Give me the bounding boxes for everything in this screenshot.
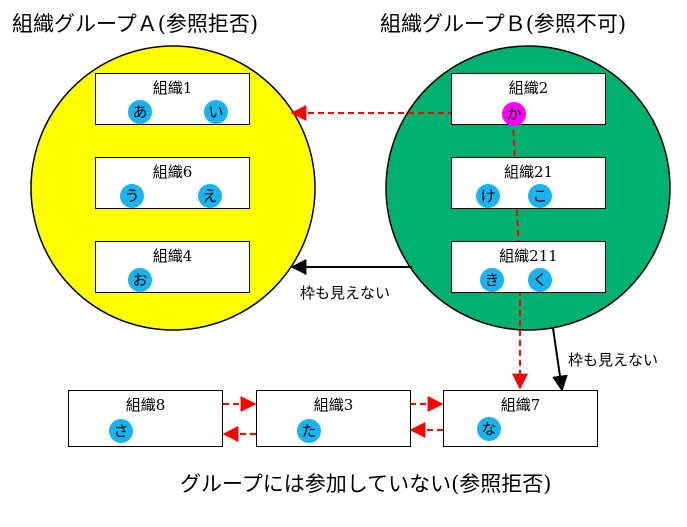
- org-label: 組織7: [500, 396, 541, 414]
- org-box-8: 組織8 さ: [68, 390, 223, 447]
- org-label: 組織21: [503, 163, 554, 181]
- member-circle: あ: [128, 100, 152, 124]
- member-circle-highlight: か: [502, 102, 526, 126]
- org-label: 組織1: [152, 79, 193, 97]
- arrow-groupb-to-org7: [552, 327, 568, 392]
- org-box-2: 組織2 か: [451, 73, 606, 126]
- org-box-1: 組織1 あ い: [95, 73, 250, 125]
- org-box-211: 組織211 き く: [451, 241, 606, 293]
- hidden-frame-note-down: 枠も見えない: [568, 351, 659, 369]
- org-box-4: 組織4 お: [95, 241, 250, 293]
- member-circle: う: [120, 184, 144, 208]
- org-label: 組織3: [313, 396, 354, 414]
- org-box-21: 組織21 け こ: [451, 157, 606, 209]
- member-circle: え: [198, 184, 222, 208]
- group-a-title: 組織グループＡ(参照拒否): [12, 12, 259, 36]
- member-circle: き: [480, 268, 504, 292]
- member-circle: さ: [109, 419, 133, 443]
- org-box-6: 組織6 う え: [95, 157, 250, 209]
- org-label: 組織6: [152, 163, 193, 181]
- ungrouped-title: グループには参加していない(参照拒否): [180, 472, 552, 496]
- org-label: 組織4: [152, 247, 193, 265]
- member-circle: な: [477, 417, 501, 441]
- member-circle: こ: [528, 184, 552, 208]
- hidden-frame-note-left: 枠も見えない: [300, 284, 391, 302]
- org-box-7: 組織7 な: [443, 390, 598, 447]
- group-b-title: 組織グループＢ(参照不可): [380, 12, 627, 36]
- org-box-3: 組織3 た: [256, 390, 411, 447]
- org-label: 組織2: [508, 79, 549, 97]
- member-circle: お: [128, 268, 152, 292]
- member-circle: け: [476, 184, 500, 208]
- org-label: 組織211: [499, 247, 558, 265]
- org-label: 組織8: [125, 396, 166, 414]
- member-circle: く: [528, 268, 552, 292]
- member-circle: た: [297, 419, 321, 443]
- member-circle: い: [204, 100, 228, 124]
